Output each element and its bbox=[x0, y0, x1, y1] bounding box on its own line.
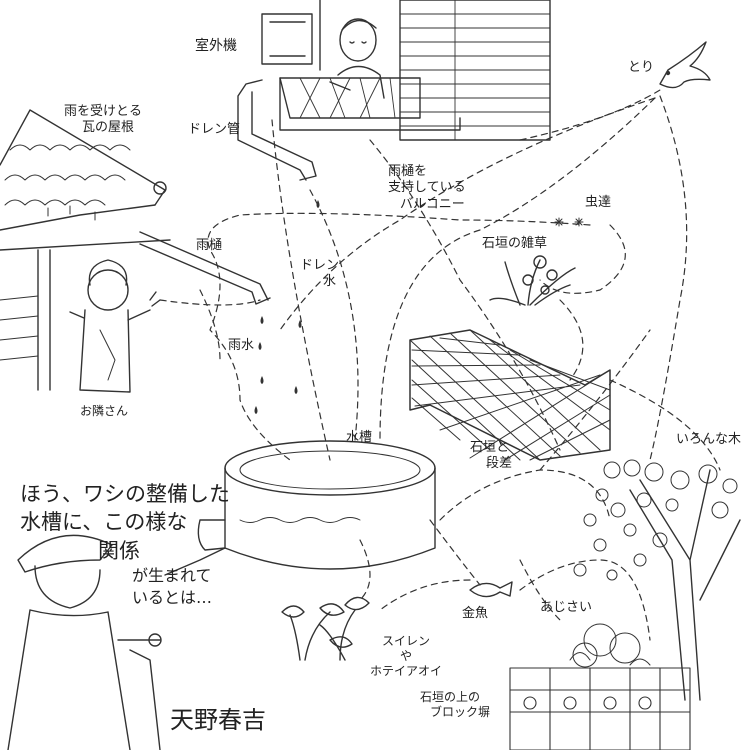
signature-name: 天野春吉 bbox=[170, 706, 266, 734]
weeds bbox=[489, 255, 576, 306]
label-drain-water: ドレン 水 bbox=[300, 258, 339, 291]
label-block-wall: 石垣の上の ブロック塀 bbox=[420, 690, 490, 720]
label-bird: とり bbox=[628, 60, 655, 75]
block-wall bbox=[509, 667, 691, 750]
label-water-plants-line-3: ホテイアオイ bbox=[370, 664, 443, 678]
label-hydrangea: あじさい bbox=[540, 600, 593, 615]
label-fish: 金魚 bbox=[462, 606, 489, 621]
balcony bbox=[279, 77, 461, 131]
stone-wall-lattice bbox=[409, 329, 611, 461]
water-plants bbox=[281, 596, 370, 661]
insects bbox=[554, 217, 584, 227]
speech-line-2: 水槽に、この様な bbox=[20, 510, 188, 535]
label-drain-water-line-2: 水 bbox=[323, 274, 337, 290]
label-block-wall-line-2: ブロック塀 bbox=[430, 705, 491, 719]
building-window bbox=[319, 0, 551, 141]
label-water-plants-line-1: スイレン bbox=[382, 634, 431, 648]
old-man-speech: ほう、ワシの整備した 水槽に、この様な 関係 が生まれて いるとは… bbox=[20, 480, 230, 608]
label-block-wall-line-1: 石垣の上の bbox=[420, 690, 481, 704]
resident-figure bbox=[329, 18, 385, 99]
label-water-plants-line-2: や bbox=[400, 649, 413, 663]
label-stonewall-step-line-1: 石垣と bbox=[470, 440, 510, 455]
label-stonewall-step: 石垣と 段差 bbox=[470, 440, 512, 473]
label-gutter: 雨樋 bbox=[196, 238, 223, 253]
label-balcony-line-2: 支持している bbox=[388, 180, 466, 196]
label-balcony: 雨樋を 支持している バルコニー bbox=[388, 164, 466, 213]
label-outdoor-unit: 室外機 bbox=[195, 38, 237, 54]
neighbor-figure bbox=[69, 259, 161, 393]
label-insects: 虫達 bbox=[585, 195, 612, 210]
speech-line-3: 関係 bbox=[98, 538, 140, 563]
label-balcony-line-3: バルコニー bbox=[400, 196, 465, 212]
label-water-plants: スイレン や ホテイアオイ bbox=[370, 634, 442, 679]
rain-drops bbox=[254, 200, 320, 414]
water-tank bbox=[164, 440, 436, 576]
tiled-roof bbox=[0, 109, 167, 231]
old-man-figure bbox=[7, 534, 162, 750]
label-balcony-line-1: 雨樋を bbox=[388, 164, 428, 179]
label-roof-line-1: 雨を受けとる bbox=[64, 104, 143, 119]
label-trees: いろんな木 bbox=[676, 432, 742, 447]
goldfish bbox=[469, 581, 513, 598]
label-tank: 水槽 bbox=[346, 430, 373, 445]
label-drain-pipe: ドレン管 bbox=[188, 122, 241, 137]
relationship-paths bbox=[159, 89, 721, 641]
speech-line-4: が生まれて bbox=[132, 566, 212, 586]
outdoor-unit bbox=[261, 13, 313, 65]
tree bbox=[573, 459, 741, 701]
hydrangea bbox=[569, 623, 651, 668]
drain-pipe bbox=[237, 79, 317, 181]
speech-line-1: ほう、ワシの整備した bbox=[20, 482, 230, 506]
label-rainwater: 雨水 bbox=[228, 338, 255, 353]
speech-line-5: いるとは… bbox=[132, 587, 213, 607]
label-neighbor: お隣さん bbox=[80, 404, 129, 418]
label-drain-water-line-1: ドレン bbox=[300, 258, 340, 273]
label-roof-line-2: 瓦の屋根 bbox=[82, 120, 135, 136]
neighbor-house bbox=[0, 239, 171, 391]
bird bbox=[659, 41, 711, 89]
label-stonewall-step-line-2: 段差 bbox=[486, 456, 513, 472]
gutter bbox=[139, 231, 271, 305]
label-roof: 雨を受けとる 瓦の屋根 bbox=[64, 104, 142, 137]
label-weeds: 石垣の雑草 bbox=[482, 236, 548, 251]
